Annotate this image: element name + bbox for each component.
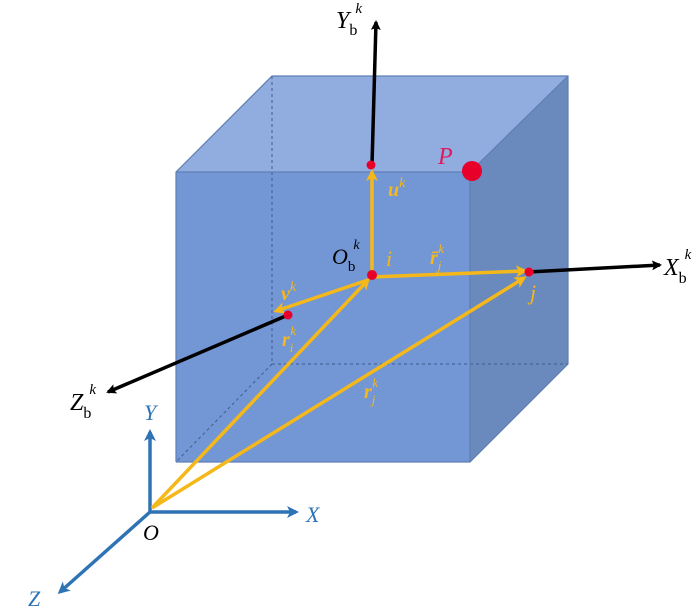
- point-i: [367, 270, 377, 280]
- vector-rbar-j: [371, 265, 528, 279]
- cube-hidden-edge: [175, 363, 273, 463]
- label-rbar: r̄jk: [430, 241, 444, 273]
- point-u-tip: [366, 160, 376, 170]
- label-rj: rjk: [364, 375, 378, 407]
- body-axes: [106, 20, 662, 394]
- label-i: i: [386, 246, 392, 271]
- label-yb: Ybk: [336, 1, 362, 39]
- vector-v: [273, 278, 369, 314]
- label-zb: Zbk: [70, 382, 96, 422]
- label-u: uk: [388, 176, 406, 201]
- vectors: [150, 169, 528, 510]
- vector-r-i: [150, 277, 371, 510]
- label-ri: rik: [282, 323, 296, 355]
- label-Z: Z: [28, 586, 41, 611]
- label-v: vk: [281, 280, 297, 305]
- label-j: j: [527, 280, 536, 305]
- body-y-axis: [370, 20, 381, 166]
- labels: Ybk Xbk Zbk Obk P uk vk i j r̄jk: [28, 1, 692, 611]
- global-axes: [57, 429, 299, 594]
- body-z-axis: [106, 313, 289, 394]
- label-xb: Xbk: [663, 247, 692, 287]
- label-ob: Obk: [332, 238, 360, 275]
- vector-r-j: [151, 276, 527, 510]
- point-v-tip: [283, 310, 293, 320]
- label-X: X: [305, 502, 321, 527]
- label-O: O: [143, 520, 159, 545]
- label-Y: Y: [144, 400, 159, 425]
- points: [283, 160, 534, 320]
- cube-front-face: [176, 172, 470, 462]
- label-P: P: [437, 144, 453, 170]
- cube: [175, 75, 569, 463]
- body-x-axis: [527, 260, 662, 274]
- point-j: [524, 267, 534, 277]
- global-z-axis: [57, 510, 152, 594]
- point-P: [462, 161, 482, 181]
